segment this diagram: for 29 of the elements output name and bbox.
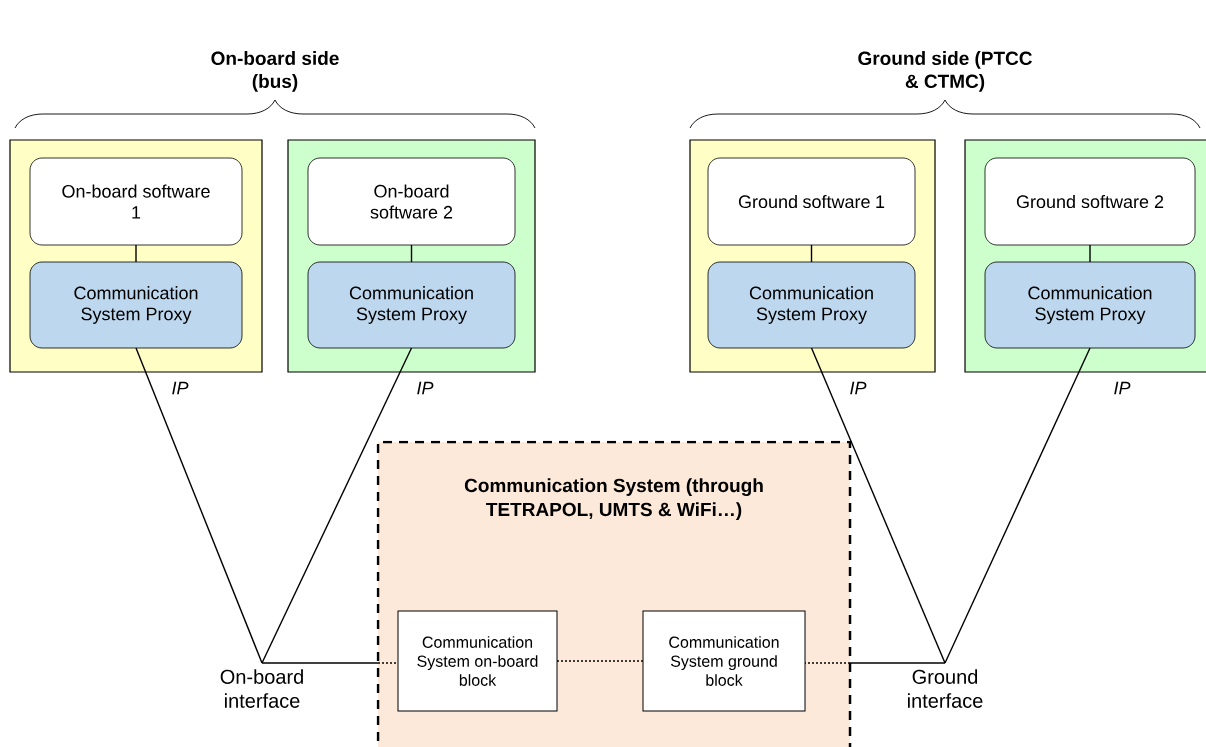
proxy-box: Communication System Proxy	[29, 261, 243, 349]
connector-line	[944, 347, 1091, 664]
software-box: On-board software 1	[29, 157, 243, 246]
connector-line	[135, 244, 137, 263]
edge-label: IP	[172, 381, 189, 395]
connector-line	[261, 347, 413, 664]
interface-label: On-board interface	[220, 669, 303, 708]
edge-label: IP	[1114, 381, 1131, 395]
proxy-box: Communication System Proxy	[707, 261, 916, 349]
software-box: Ground software 2	[984, 157, 1196, 246]
edge-label: IP	[417, 381, 434, 395]
side-label: Ground side (PTCC & CTMC)	[858, 51, 1032, 92]
edge-label: IP	[850, 381, 867, 395]
interface-label: Ground interface	[908, 669, 983, 708]
connector-line	[804, 662, 946, 664]
proxy-box: Communication System Proxy	[307, 261, 516, 349]
connector-line	[1089, 244, 1091, 263]
side-label: On-board side (bus)	[211, 51, 339, 92]
connector-line	[410, 244, 413, 263]
software-box: On-board software 2	[307, 157, 516, 246]
software-box: Ground software 1	[707, 157, 916, 246]
connector-line	[135, 347, 263, 664]
block-box: Communication System ground block	[642, 610, 806, 712]
connector-line	[556, 660, 644, 662]
connector-line	[810, 347, 946, 664]
block-box: Communication System on-board block	[397, 610, 558, 712]
connector-line	[810, 244, 813, 263]
connector-line	[261, 662, 399, 664]
proxy-box: Communication System Proxy	[984, 261, 1196, 349]
